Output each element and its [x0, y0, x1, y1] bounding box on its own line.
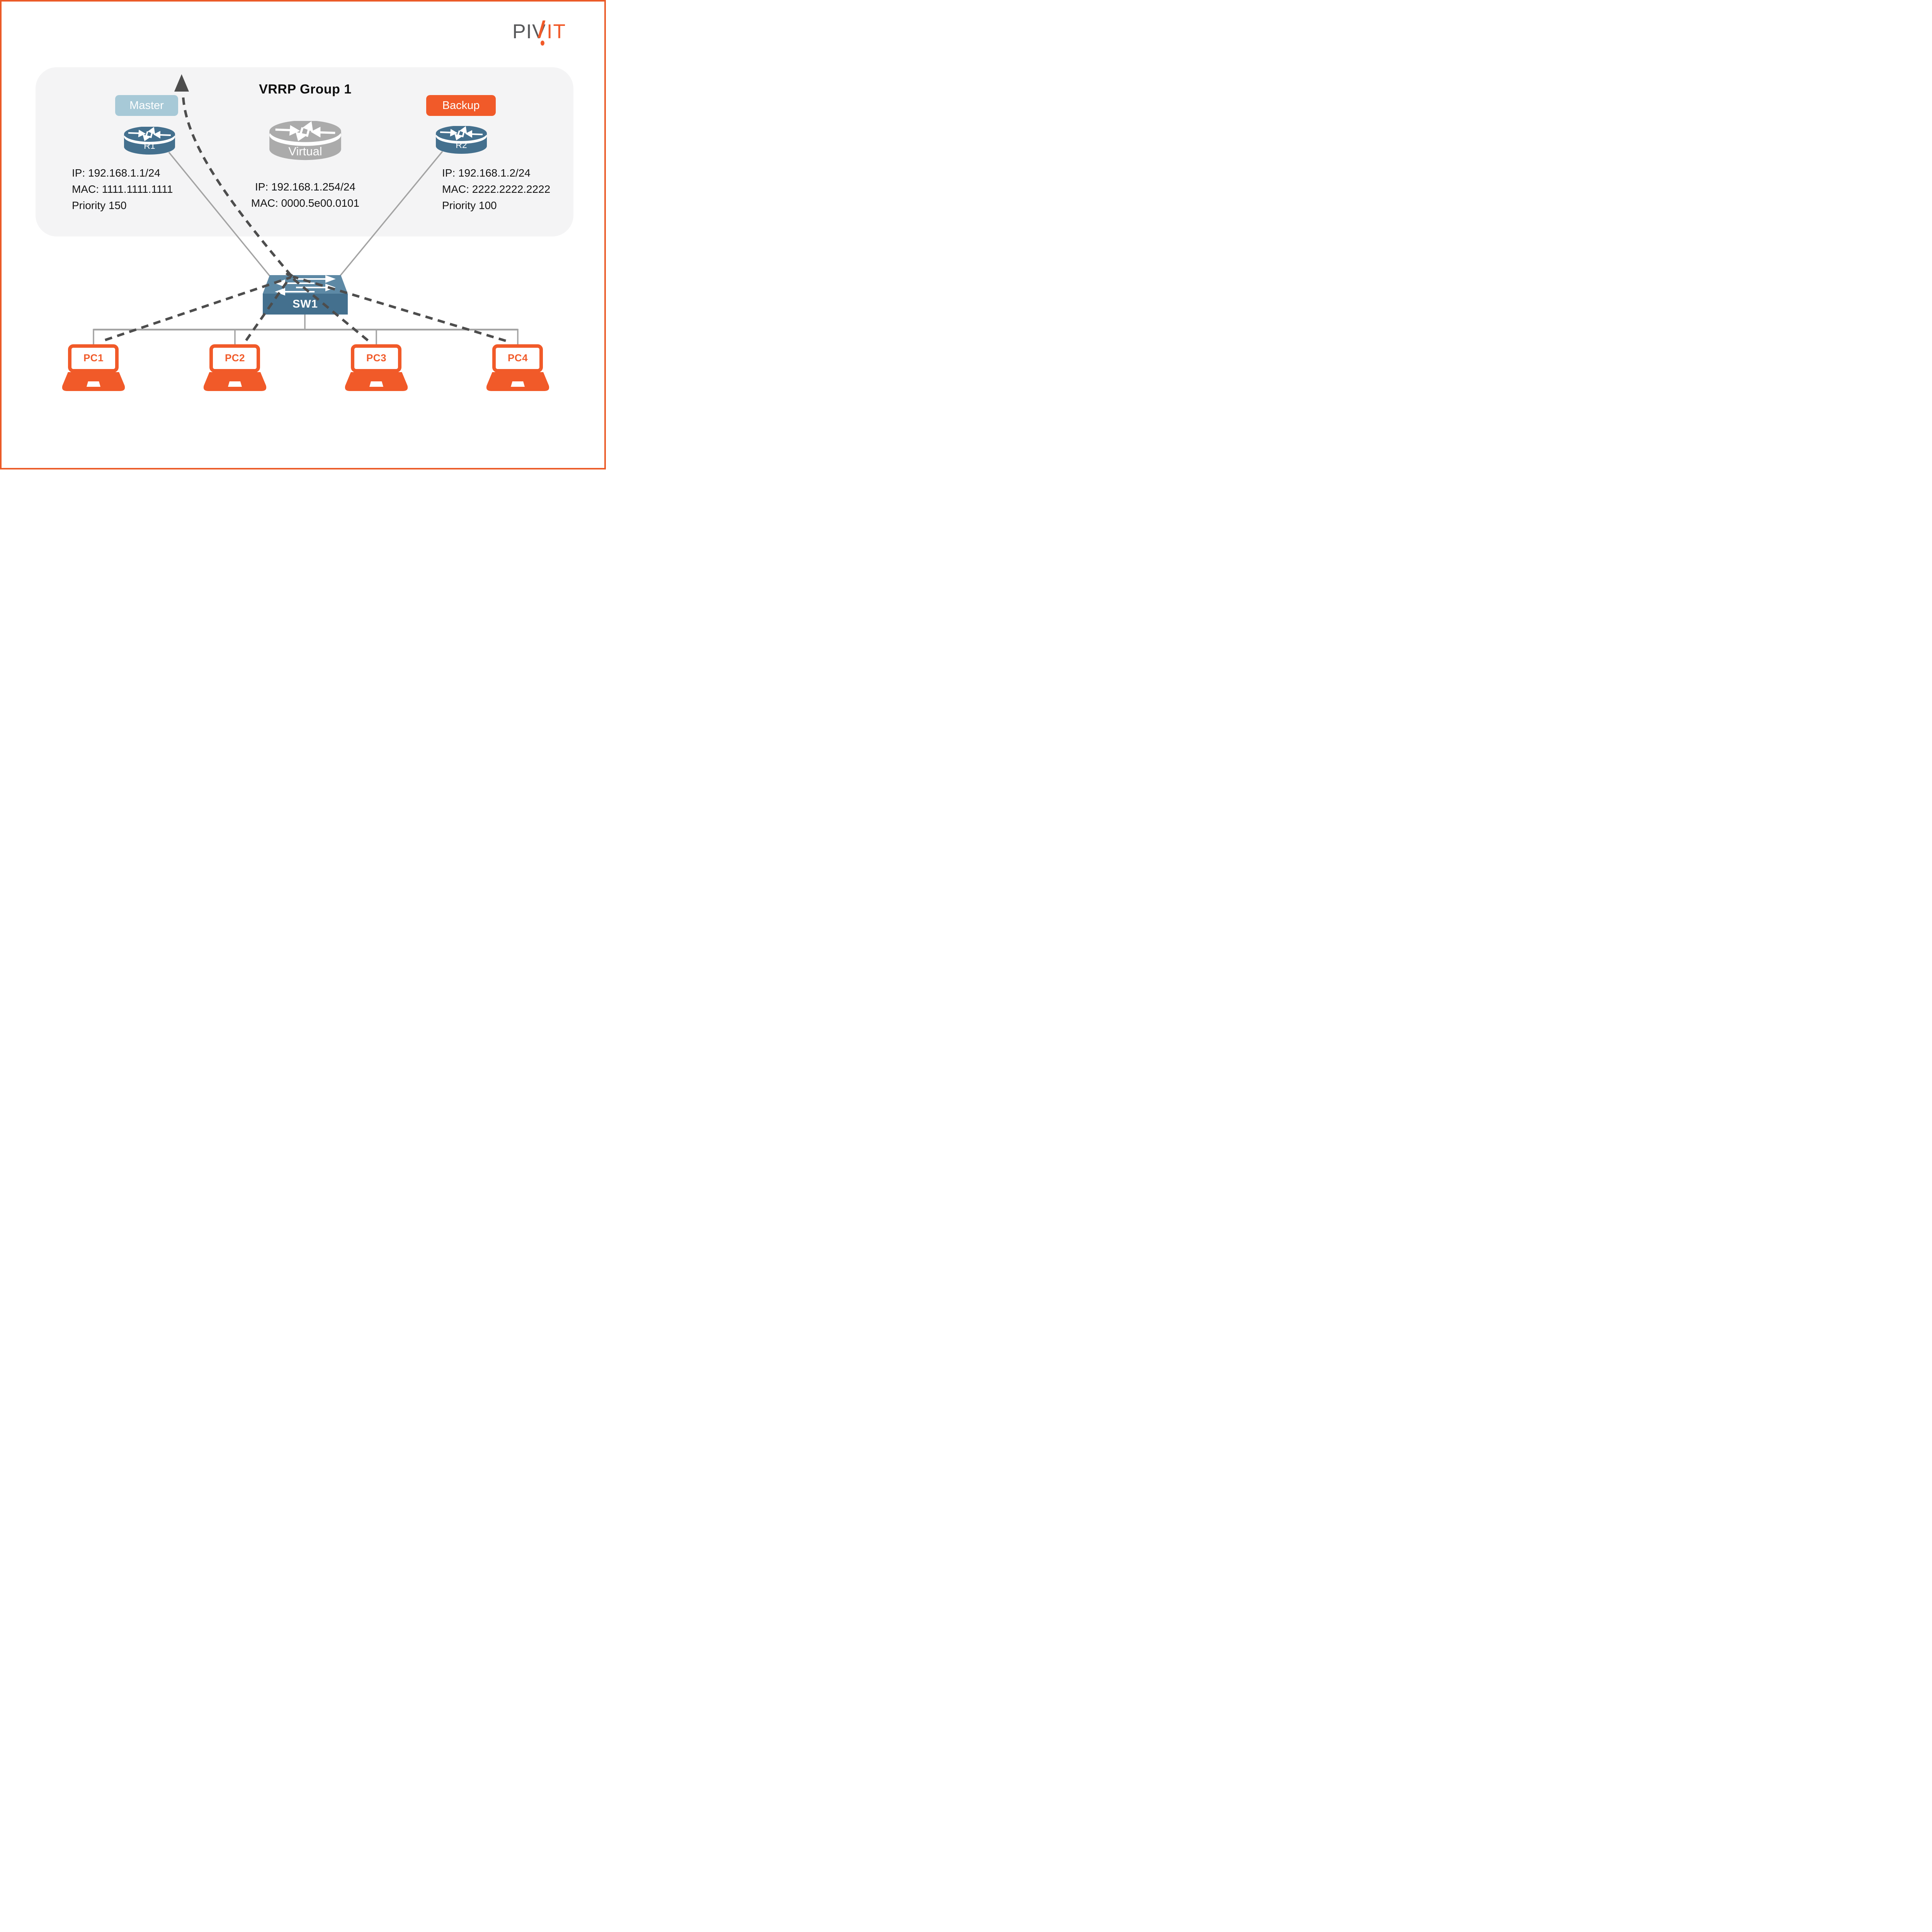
vrrp-group-title: VRRP Group 1	[259, 82, 352, 97]
pivit-logo: PIV IT	[512, 20, 582, 46]
pc2-laptop-icon	[203, 344, 267, 392]
r2-mac: MAC: 2222.2222.2222	[442, 183, 551, 195]
r1-priority: Priority 150	[72, 199, 127, 211]
pc1-laptop-icon	[61, 344, 126, 392]
router-r2-label: R2	[456, 140, 467, 150]
master-badge-label: Master	[129, 99, 164, 112]
r1-details: IP: 192.168.1.1/24 MAC: 1111.1111.1111 P…	[72, 165, 173, 214]
r1-ip: IP: 192.168.1.1/24	[72, 167, 160, 179]
backup-badge-label: Backup	[442, 99, 480, 112]
pc4-laptop-icon	[486, 344, 550, 392]
virtual-mac: MAC: 0000.5e00.0101	[251, 197, 360, 209]
logo-dot-icon	[541, 41, 544, 46]
router-r1-label: R1	[144, 141, 155, 151]
r1-mac: MAC: 1111.1111.1111	[72, 183, 173, 195]
pc3-label: PC3	[366, 352, 387, 364]
diagram-canvas: PIV IT VRRP Group 1 Master Backup R1 Vir…	[0, 0, 606, 469]
backup-badge: Backup	[426, 95, 496, 116]
r2-details: IP: 192.168.1.2/24 MAC: 2222.2222.2222 P…	[442, 165, 550, 214]
pc2-label: PC2	[224, 352, 245, 364]
pc1-label: PC1	[83, 352, 104, 364]
logo-text-orange: IT	[547, 20, 566, 43]
r2-priority: Priority 100	[442, 199, 497, 211]
pc4-label: PC4	[507, 352, 528, 364]
switch-sw1-label: SW1	[293, 298, 318, 310]
r2-ip: IP: 192.168.1.2/24	[442, 167, 531, 179]
virtual-details: IP: 192.168.1.254/24 MAC: 0000.5e00.0101	[228, 179, 383, 211]
master-badge: Master	[115, 95, 178, 116]
virtual-ip: IP: 192.168.1.254/24	[255, 181, 355, 193]
router-virtual-label: Virtual	[288, 145, 322, 158]
pc3-laptop-icon	[344, 344, 408, 392]
